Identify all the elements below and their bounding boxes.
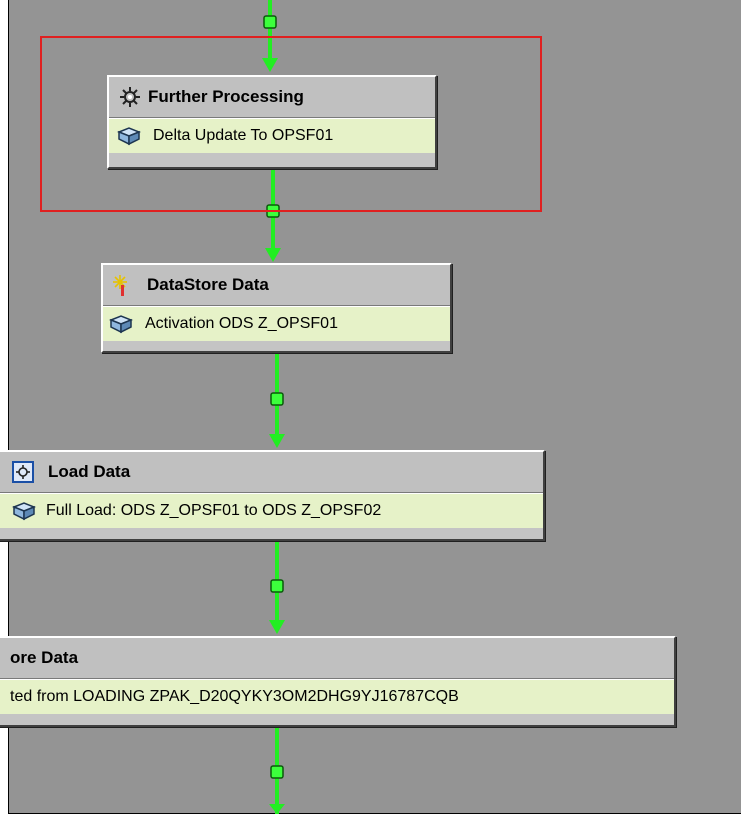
cube-icon <box>11 501 37 521</box>
node-detail[interactable]: Activation ODS Z_OPSF01 <box>103 306 450 341</box>
node-title: Further Processing <box>148 87 304 106</box>
node-header[interactable]: Load Data <box>0 452 543 493</box>
cube-icon <box>116 126 142 146</box>
node-header[interactable]: DataStore Data <box>103 265 450 306</box>
process-node-datastore-data-2[interactable]: ore Data ted from LOADING ZPAK_D20QYKY3O… <box>0 636 676 727</box>
canvas-border-left <box>8 0 9 814</box>
gear-box-icon <box>12 461 34 483</box>
connector-2-3[interactable] <box>269 352 285 448</box>
connector-bottom[interactable] <box>269 726 285 814</box>
sparkle-icon <box>111 273 133 297</box>
node-detail[interactable]: ted from LOADING ZPAK_D20QYKY3OM2DHG9YJ1… <box>0 679 674 714</box>
node-title: Load Data <box>48 462 131 481</box>
connector-top[interactable] <box>262 0 278 72</box>
connector-handle-3-4[interactable] <box>270 579 284 593</box>
node-detail-text: Delta Update To OPSF01 <box>153 127 334 144</box>
connector-handle-2-3[interactable] <box>270 392 284 406</box>
connector-handle-bottom[interactable] <box>270 765 284 779</box>
node-detail[interactable]: Full Load: ODS Z_OPSF01 to ODS Z_OPSF02 <box>0 493 543 528</box>
node-title: DataStore Data <box>147 275 269 294</box>
connector-handle-top[interactable] <box>263 15 277 29</box>
cube-icon <box>108 314 134 334</box>
node-detail-text: Full Load: ODS Z_OPSF01 to ODS Z_OPSF02 <box>46 502 382 519</box>
process-node-load-data[interactable]: Load Data Full Load: ODS Z_OPSF01 to ODS… <box>0 450 545 541</box>
node-detail-text: ted from LOADING ZPAK_D20QYKY3OM2DHG9YJ1… <box>10 688 459 705</box>
node-detail[interactable]: Delta Update To OPSF01 <box>109 118 435 153</box>
node-title: ore Data <box>10 648 79 667</box>
node-header[interactable]: Further Processing <box>109 77 435 118</box>
selection-frame <box>40 36 542 212</box>
process-node-further-processing[interactable]: Further Processing Delta Update To OPSF0… <box>107 75 437 169</box>
node-header[interactable]: ore Data <box>0 638 674 679</box>
connector-3-4[interactable] <box>269 540 285 634</box>
gear-icon <box>119 86 141 108</box>
node-detail-text: Activation ODS Z_OPSF01 <box>145 315 338 332</box>
process-node-datastore-data[interactable]: DataStore Data Activation ODS Z_OPSF01 <box>101 263 452 353</box>
